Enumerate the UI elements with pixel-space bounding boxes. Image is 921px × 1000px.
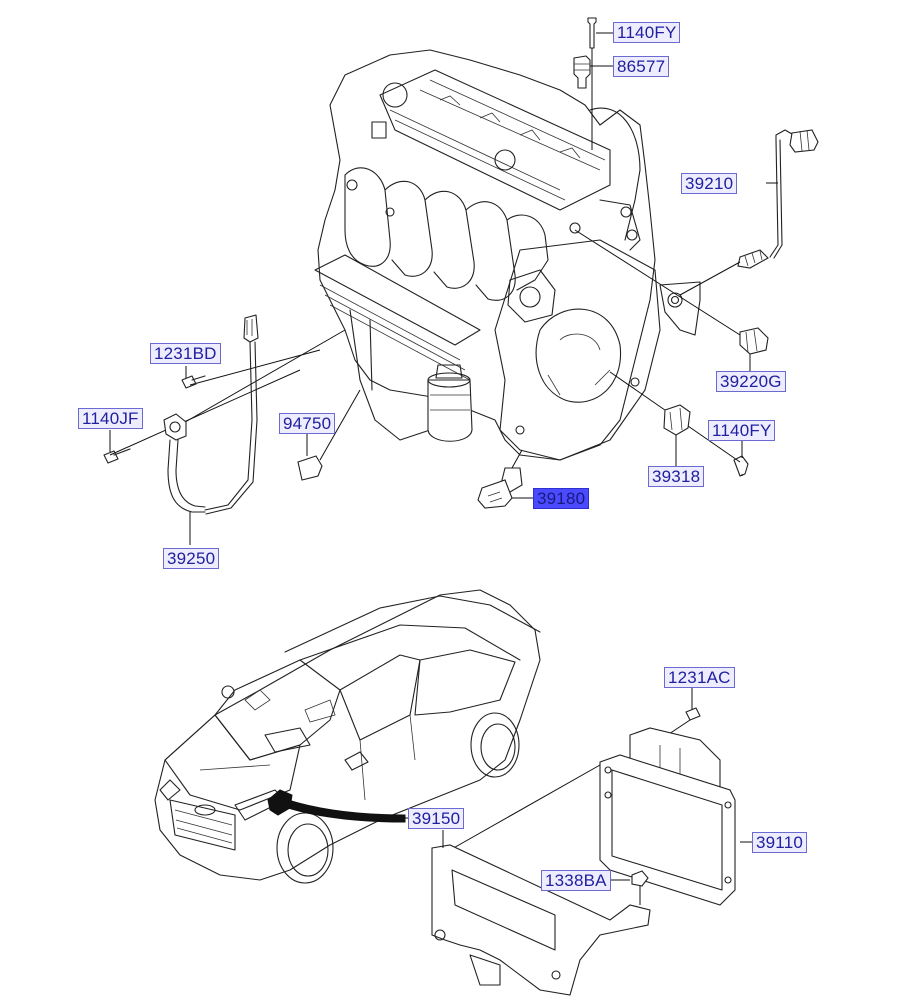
- part-label-39210[interactable]: 39210: [681, 173, 738, 194]
- part-label-39180-selected[interactable]: 39180: [533, 488, 590, 509]
- part-label-39318[interactable]: 39318: [648, 466, 705, 487]
- top-bolt-and-sensor-drawing: [573, 17, 613, 150]
- ecu-module-drawing: [431, 688, 752, 996]
- part-label-39220G[interactable]: 39220G: [716, 371, 786, 392]
- crankshaft-sensor-drawing: [477, 449, 533, 509]
- part-label-94750[interactable]: 94750: [279, 413, 336, 434]
- knock-sensor-drawing: [103, 314, 361, 545]
- oxygen-sensor-front-drawing: [679, 129, 819, 296]
- part-label-1140FY-right[interactable]: 1140FY: [708, 420, 776, 441]
- oxygen-sensor-rear-drawing: [574, 229, 769, 375]
- part-label-39150[interactable]: 39150: [408, 808, 465, 829]
- part-label-1231AC[interactable]: 1231AC: [664, 667, 735, 688]
- part-label-1231BD[interactable]: 1231BD: [150, 343, 221, 364]
- part-label-86577[interactable]: 86577: [613, 56, 670, 77]
- camshaft-sensor-drawing: [609, 371, 749, 477]
- vehicle-drawing: [154, 589, 541, 884]
- part-label-39110[interactable]: 39110: [752, 832, 808, 853]
- part-label-39250[interactable]: 39250: [163, 548, 220, 569]
- part-label-1140JF[interactable]: 1140JF: [78, 408, 143, 429]
- part-label-1338BA[interactable]: 1338BA: [541, 870, 611, 891]
- engine-block-drawing: [314, 49, 701, 461]
- part-label-1140FY-top[interactable]: 1140FY: [613, 22, 681, 43]
